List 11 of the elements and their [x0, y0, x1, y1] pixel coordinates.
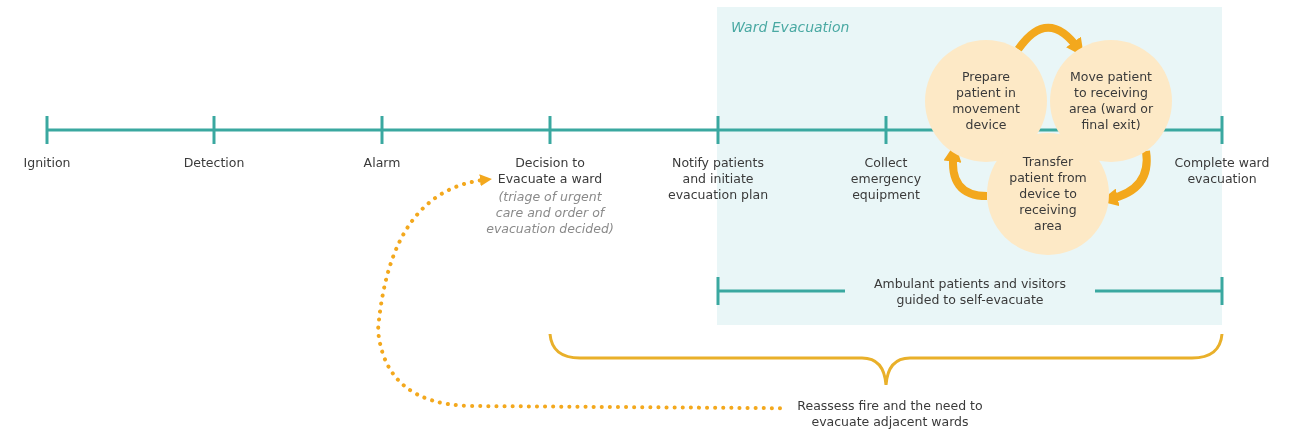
note-text: Reassess fire and the need to evacuate adjacent wards	[780, 398, 1000, 432]
milestone-label: Notify patients and initiate evacuation plan	[660, 155, 776, 205]
arrow	[376, 174, 782, 411]
milestone-label: Alarm	[342, 155, 422, 173]
note-text: (triage of urgent care and order of evacuation decided)	[486, 189, 614, 237]
milestone-label: Decision to Evacuate a ward	[496, 155, 604, 187]
milestone-label: Detection	[164, 155, 264, 173]
span-label: Ambulant patients and visitors guided to self-evacuate	[855, 276, 1085, 310]
panel-title: Ward Evacuation	[731, 19, 850, 35]
milestone-label: Ignition	[7, 155, 87, 173]
step-circle: Transfer patient from device to receiving area	[987, 133, 1109, 255]
